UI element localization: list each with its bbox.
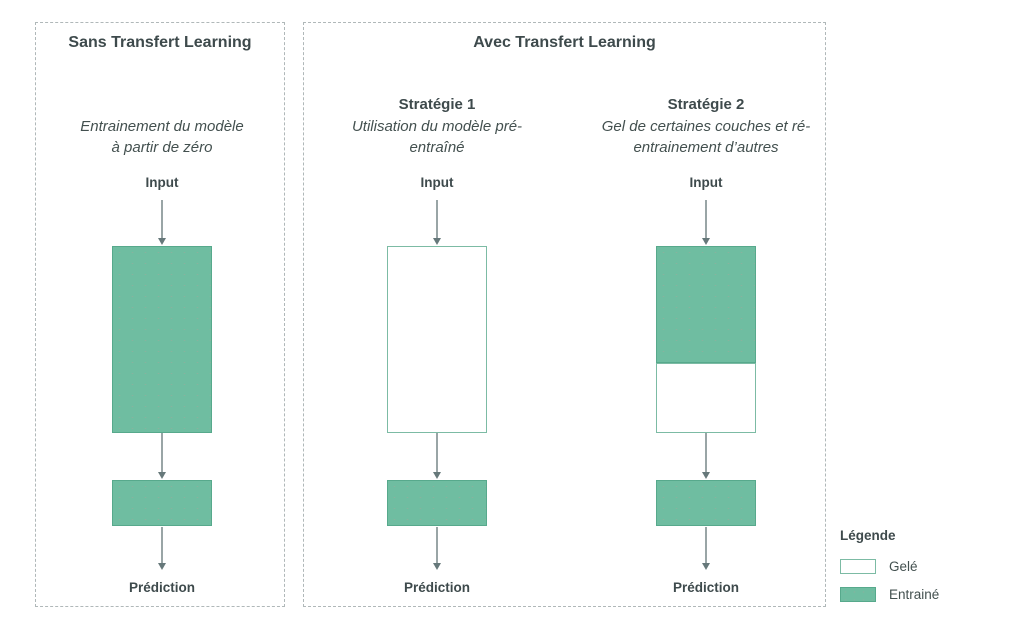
arrow-down-icon	[432, 527, 442, 570]
input-label: Input	[420, 175, 454, 190]
column-strategie-2: Stratégie 2 Gel de certaines couches et …	[591, 0, 821, 642]
arrow-head-icon	[432, 563, 441, 570]
arrow-down-icon	[157, 433, 167, 479]
arrow-down-icon	[701, 433, 711, 479]
arrow-shaft	[705, 200, 707, 239]
classifier-head-box	[387, 480, 487, 526]
column-strategie-1: Stratégie 1 Utilisation du modèle pré- e…	[322, 0, 552, 642]
frozen-layers-section	[656, 363, 756, 433]
frozen-layers-section	[387, 246, 487, 433]
legend: Légende Gelé Entrainé	[840, 528, 1020, 615]
arrow-down-icon	[157, 200, 167, 245]
column-description: Utilisation du modèle pré- entraîné	[351, 118, 523, 156]
legend-label: Entrainé	[889, 587, 940, 602]
arrow-down-icon	[157, 527, 167, 570]
strategy-heading: Stratégie 2	[667, 96, 745, 113]
arrow-shaft	[436, 200, 438, 239]
frozen-swatch-icon	[840, 559, 876, 574]
arrow-down-icon	[701, 527, 711, 570]
trained-layers-section	[656, 246, 756, 364]
model-layers-box	[656, 246, 756, 433]
legend-title: Légende	[840, 528, 896, 543]
arrow-head-icon	[701, 238, 710, 245]
classifier-head-box	[112, 480, 212, 526]
legend-item-entraine: Entrainé	[840, 587, 1020, 602]
input-label: Input	[145, 175, 179, 190]
input-label: Input	[689, 175, 723, 190]
trained-layers-section	[112, 246, 212, 433]
strategy-heading: Stratégie 1	[398, 96, 476, 113]
arrow-head-icon	[157, 563, 166, 570]
classifier-head-box	[656, 480, 756, 526]
arrow-shaft	[436, 527, 438, 564]
prediction-label: Prédiction	[128, 580, 195, 595]
arrow-head-icon	[432, 472, 441, 479]
arrow-down-icon	[701, 200, 711, 245]
trained-head-section	[387, 480, 487, 526]
arrow-head-icon	[432, 238, 441, 245]
arrow-head-icon	[701, 563, 710, 570]
column-description: Entrainement du modèle à partir de zéro	[80, 118, 244, 156]
trained-head-section	[112, 480, 212, 526]
legend-label: Gelé	[889, 559, 918, 574]
arrow-shaft	[705, 527, 707, 564]
arrow-shaft	[161, 433, 163, 473]
arrow-shaft	[705, 433, 707, 473]
trained-head-section	[656, 480, 756, 526]
arrow-head-icon	[157, 238, 166, 245]
legend-item-gele: Gelé	[840, 559, 1020, 574]
column-description: Gel de certaines couches et ré- entraine…	[601, 118, 811, 156]
panel-title-avec-transfert: Avec Transfert Learning	[473, 34, 656, 51]
arrow-down-icon	[432, 433, 442, 479]
panel-title-sans-transfert: Sans Transfert Learning	[68, 34, 252, 51]
arrow-head-icon	[701, 472, 710, 479]
prediction-label: Prédiction	[672, 580, 739, 595]
arrow-shaft	[161, 200, 163, 239]
prediction-label: Prédiction	[403, 580, 470, 595]
model-layers-box	[112, 246, 212, 433]
arrow-head-icon	[157, 472, 166, 479]
arrow-shaft	[436, 433, 438, 473]
column-sans-transfert: Entrainement du modèle à partir de zéro …	[47, 0, 277, 642]
arrow-shaft	[161, 527, 163, 564]
trained-swatch-icon	[840, 587, 876, 602]
arrow-down-icon	[432, 200, 442, 245]
model-layers-box	[387, 246, 487, 433]
